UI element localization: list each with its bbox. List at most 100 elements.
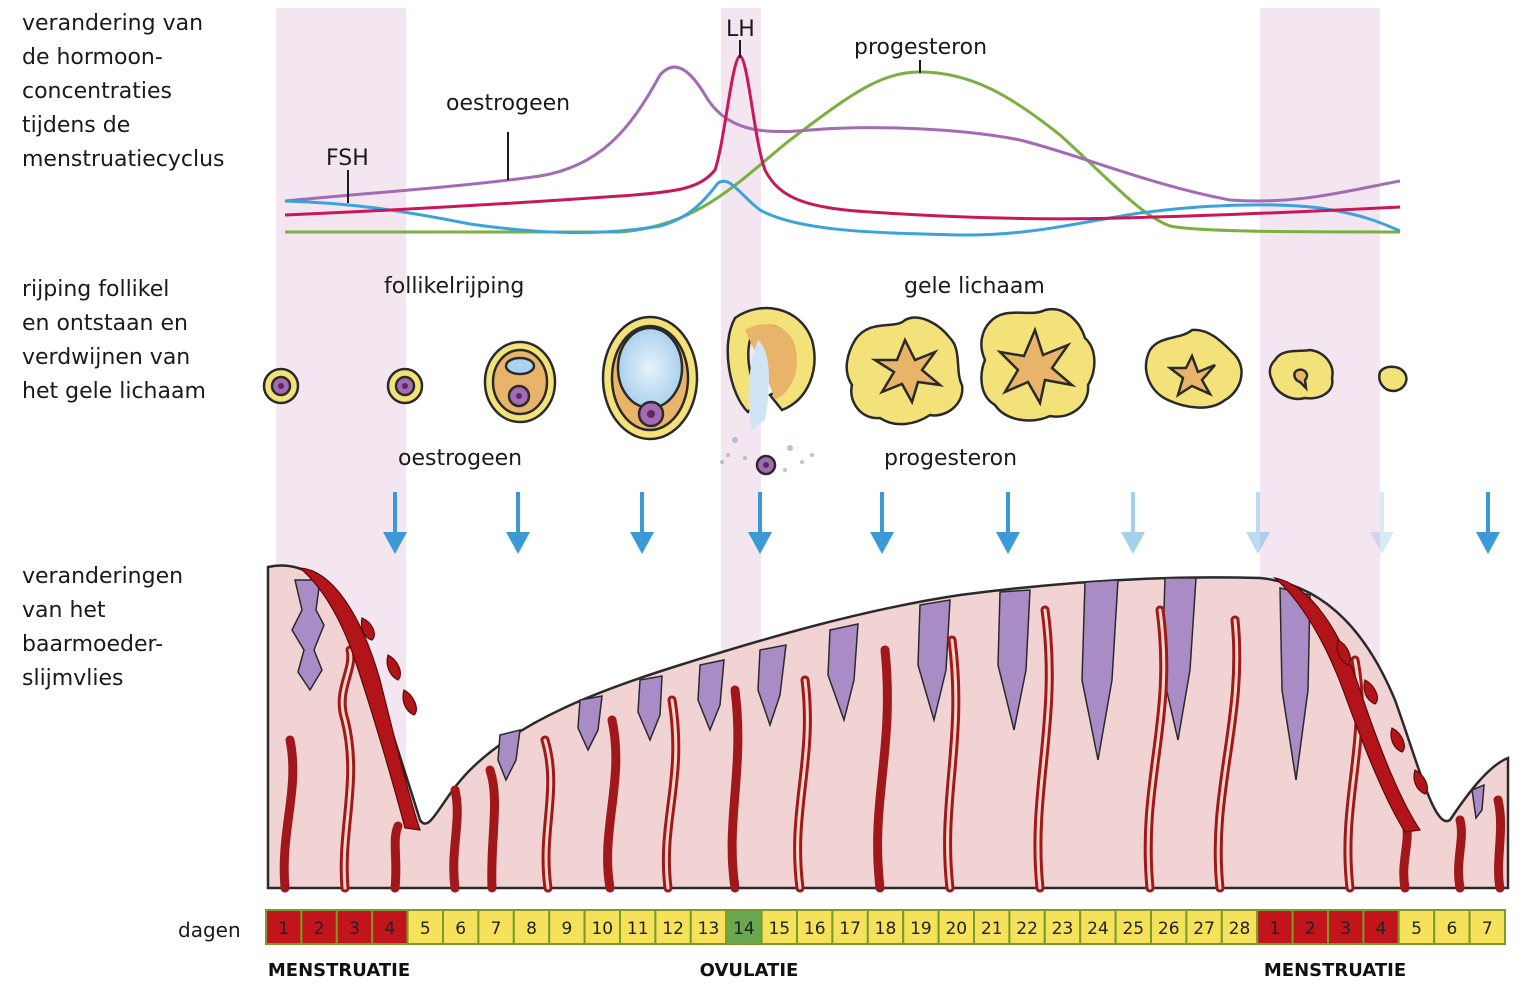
day-cell-box (300, 909, 338, 945)
day-cell: 2 (300, 909, 338, 945)
down-arrow (996, 492, 1020, 554)
day-number: 7 (1482, 919, 1493, 939)
fsh-label: FSH (326, 146, 369, 171)
day-number: 4 (1376, 919, 1387, 939)
day-number: 23 (1052, 919, 1074, 939)
day-cell: 7 (477, 909, 515, 945)
hormone-label-line: menstruatiecyclus (22, 147, 224, 172)
follicle-label-line: rijping follikel (22, 277, 169, 302)
down-arrow (870, 492, 894, 554)
day-cell-box (477, 909, 515, 945)
day-number: 1 (1269, 919, 1280, 939)
day-cell: 5 (1397, 909, 1436, 945)
day-cell: 6 (1433, 909, 1471, 945)
hormone-section-label: verandering van de hormoon- concentratie… (22, 11, 224, 172)
day-number: 11 (627, 919, 649, 939)
follicle-stage-3 (483, 340, 557, 424)
uterine-glands (291, 577, 1485, 820)
day-number: 17 (839, 919, 861, 939)
day-number: 4 (384, 919, 395, 939)
down-arrow (506, 492, 530, 554)
down-arrow (630, 492, 654, 554)
endometrium-label-line: veranderingen (22, 564, 183, 589)
day-cell: 18 (866, 909, 905, 945)
fsh-curve (284, 179, 1401, 237)
day-number: 25 (1122, 919, 1144, 939)
down-arrow (383, 492, 407, 554)
lh-curve (284, 54, 1401, 221)
day-cell: 7 (1468, 909, 1506, 945)
day-cell: 26 (1150, 909, 1188, 945)
oestrogeen-hormone-label: oestrogeen (446, 91, 570, 116)
day-cell-box (1291, 909, 1329, 945)
day-number: 12 (662, 919, 684, 939)
day-cell: 11 (619, 909, 657, 945)
day-number: 26 (1158, 919, 1180, 939)
day-number: 14 (733, 919, 755, 939)
day-cell: 13 (689, 909, 728, 945)
day-number: 20 (945, 919, 967, 939)
gele-lichaam-label: gele lichaam (904, 274, 1045, 299)
follicle-section-label: rijping follikel en ontstaan en verdwijn… (22, 277, 206, 404)
day-number: 5 (1411, 919, 1422, 939)
day-number: 3 (1340, 919, 1351, 939)
down-arrow-faded (1121, 492, 1145, 554)
day-number: 13 (698, 919, 720, 939)
endometrium-label-line: baarmoeder- (22, 632, 163, 657)
day-cell-box (1220, 909, 1259, 945)
day-number: 2 (314, 919, 325, 939)
day-cell-box (335, 909, 374, 945)
day-cell: 19 (902, 909, 940, 945)
day-cell: 9 (548, 909, 586, 945)
day-cell: 4 (371, 909, 409, 945)
day-cell-box (548, 909, 586, 945)
day-number: 7 (491, 919, 502, 939)
day-cell-box (1468, 909, 1506, 945)
day-cell-box (937, 909, 975, 945)
day-number: 10 (591, 919, 613, 939)
phase-label-menstruatie-1: MENSTRUATIE (268, 960, 410, 981)
down-arrow-faded (1370, 492, 1394, 554)
endometrium-label-line: van het (22, 598, 106, 623)
day-cell: 3 (335, 909, 374, 945)
day-cell-box (1256, 909, 1294, 945)
hormone-label-line: de hormoon- (22, 45, 163, 70)
day-number: 6 (1446, 919, 1457, 939)
endometrium-section-label: veranderingen van het baarmoeder- slijmv… (22, 564, 190, 691)
follicle-stage-1 (262, 367, 300, 405)
day-cell: 3 (1327, 909, 1365, 945)
hormone-labels: FSH oestrogeen LH progesteron (326, 17, 987, 203)
day-number: 6 (455, 919, 466, 939)
day-cell: 1 (1256, 909, 1294, 945)
hormone-label-line: concentraties (22, 79, 172, 104)
day-cell: 23 (1043, 909, 1082, 945)
day-cell-box (371, 909, 409, 945)
day-cell: 1 (265, 909, 303, 945)
day-number: 19 (910, 919, 932, 939)
day-number: 21 (981, 919, 1003, 939)
ovulation-follicle (720, 306, 816, 476)
day-cell-box (1114, 909, 1152, 945)
day-cell: 8 (512, 909, 551, 945)
day-cell-box (442, 909, 480, 945)
day-cell-box (619, 909, 657, 945)
day-cell: 25 (1114, 909, 1152, 945)
day-cell-box (760, 909, 798, 945)
days-label: dagen (178, 918, 241, 942)
progesteron-effect-label: progesteron (884, 446, 1017, 471)
hormone-label-line: tijdens de (22, 113, 130, 138)
down-arrow (1476, 492, 1500, 554)
day-cell-box (725, 909, 763, 945)
day-cell: 17 (831, 909, 869, 945)
lh-label: LH (726, 17, 755, 42)
hormone-curves (284, 54, 1401, 237)
day-cell: 4 (1362, 909, 1400, 945)
day-number: 22 (1016, 919, 1038, 939)
day-number: 18 (875, 919, 897, 939)
day-number: 27 (1193, 919, 1215, 939)
day-cell-box (1079, 909, 1117, 945)
corpus-albicans-2 (1378, 365, 1408, 393)
day-cell-box (1008, 909, 1046, 945)
